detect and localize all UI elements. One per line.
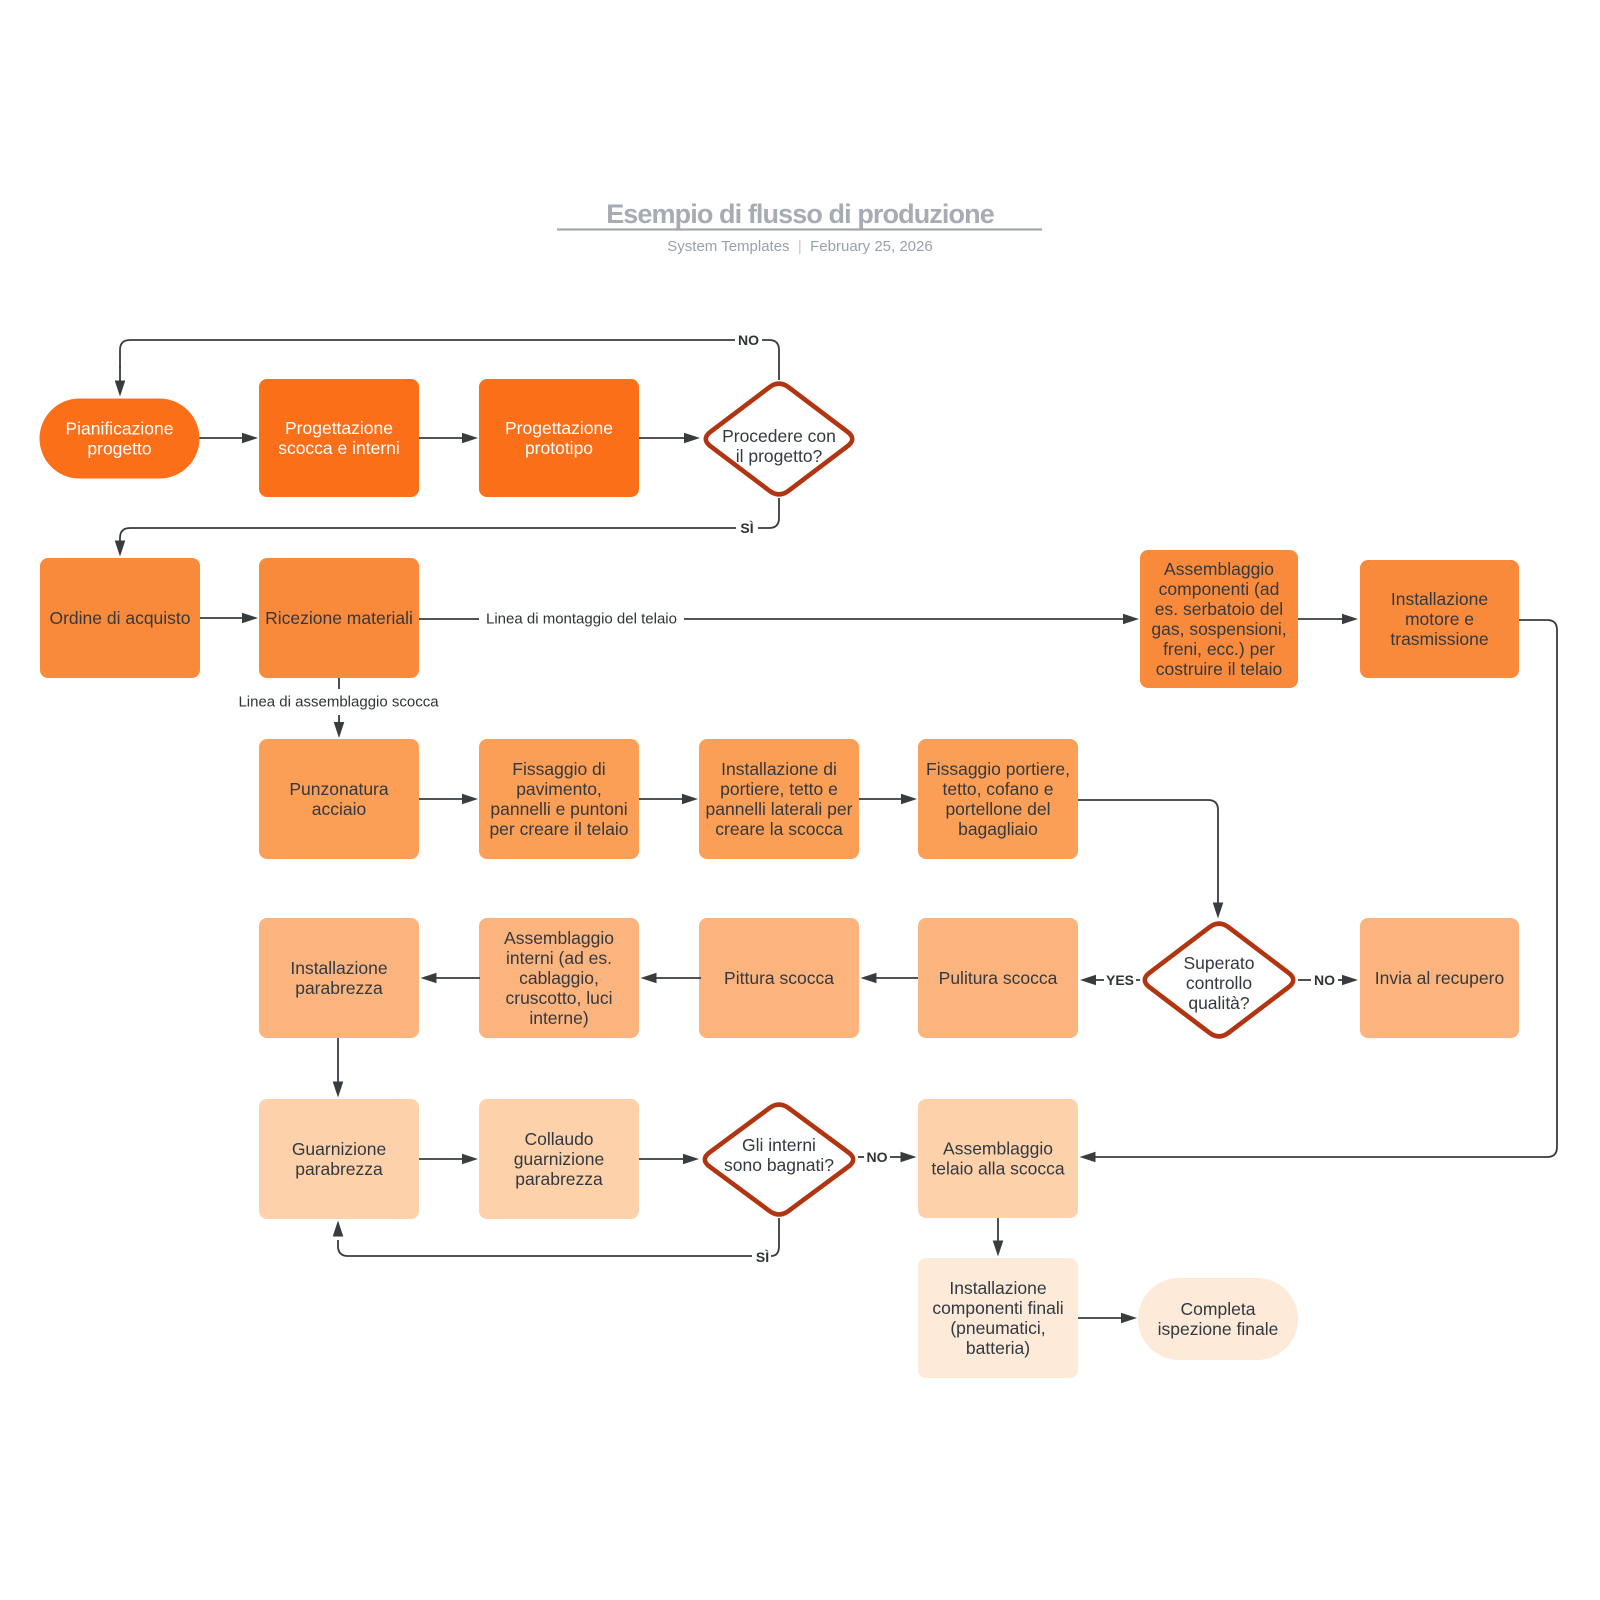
svg-text:System Templates | February: System Templates | February 25, 2026 xyxy=(667,238,932,255)
svg-text:Invia al recupero: Invia al recupero xyxy=(1375,968,1504,988)
svg-text:Ordine di acquisto: Ordine di acquisto xyxy=(49,608,190,628)
svg-text:NO: NO xyxy=(738,332,759,348)
svg-text:YES: YES xyxy=(1106,972,1134,988)
svg-text:SÌ: SÌ xyxy=(740,520,753,536)
svg-text:SÌ: SÌ xyxy=(756,1249,769,1265)
svg-text:NO: NO xyxy=(1314,972,1335,988)
svg-text:Esempio di flusso di produzion: Esempio di flusso di produzione xyxy=(606,199,995,229)
svg-text:Linea di assemblaggio scocca: Linea di assemblaggio scocca xyxy=(238,694,439,711)
svg-text:NO: NO xyxy=(867,1149,888,1165)
svg-text:Fissaggio portiere,tetto, cofa: Fissaggio portiere,tetto, cofano eportel… xyxy=(926,759,1070,839)
svg-text:Ricezione materiali: Ricezione materiali xyxy=(265,608,413,628)
svg-text:Pulitura scocca: Pulitura scocca xyxy=(939,968,1058,988)
svg-text:Pittura scocca: Pittura scocca xyxy=(724,968,834,988)
svg-text:Linea di montaggio del telaio: Linea di montaggio del telaio xyxy=(486,611,677,628)
